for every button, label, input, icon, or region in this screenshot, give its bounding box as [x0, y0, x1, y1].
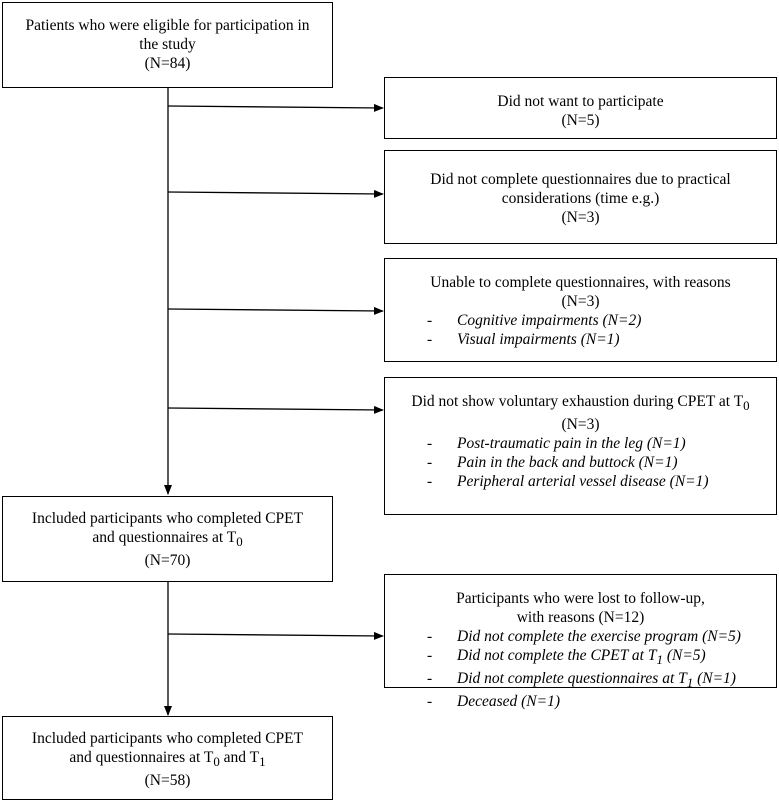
list-item: -Did not complete the exercise program (… [427, 628, 741, 645]
exhaustion-reasons: -Post-traumatic pain in the leg (N=1) -P… [385, 434, 776, 491]
eligible-line-2: the study [139, 36, 196, 53]
lost-box: Participants who were lost to follow-up,… [384, 574, 777, 710]
exhaustion-box: Did not show voluntary exhaustion during… [384, 377, 777, 515]
included-t0-line-2: and questionnaires at T0 [92, 529, 243, 550]
lost-reasons: -Did not complete the exercise program (… [385, 627, 776, 711]
lost-title-2: with reasons (N=12) [516, 609, 645, 626]
unable-title: Unable to complete questionnaires, with … [430, 274, 731, 291]
arrow-to-exhaustion [167, 405, 384, 414]
list-item: -Did not complete the CPET at T1 (N=5) [427, 647, 706, 668]
exhaustion-count: (N=3) [561, 416, 600, 434]
unable-count: (N=3) [561, 293, 600, 310]
practical-count: (N=3) [561, 209, 600, 226]
lost-title-1: Participants who were lost to follow-up, [456, 590, 705, 607]
unable-reasons: -Cognitive impairments (N=2) -Visual imp… [385, 311, 776, 349]
list-item: -Did not complete questionnaires at T1 (… [427, 670, 736, 691]
list-item: -Post-traumatic pain in the leg (N=1) [427, 435, 686, 453]
included-t1-line-2: and questionnaires at T0 and T1 [69, 749, 266, 770]
list-item: -Pain in the back and buttock (N=1) [427, 454, 678, 472]
eligible-line-1: Patients who were eligible for participa… [25, 17, 310, 34]
exhaustion-title: Did not show voluntary exhaustion during… [411, 393, 750, 414]
included-t0-count: (N=70) [144, 552, 191, 570]
included-t0-line-1: Included participants who completed CPET [31, 510, 304, 527]
included-t0-box: Included participants who completed CPET… [2, 496, 333, 582]
practical-line-2: considerations (time e.g.) [501, 190, 660, 207]
included-t1-count: (N=58) [144, 772, 191, 790]
arrow-to-lost [167, 631, 384, 640]
eligible-count: (N=84) [144, 55, 191, 72]
list-item: -Cognitive impairments (N=2) [427, 312, 642, 329]
eligible-box: Patients who were eligible for participa… [2, 2, 333, 88]
arrow-to-not-want [167, 103, 384, 112]
not-want-label: Did not want to participate [497, 93, 664, 110]
arrow-to-practical [167, 189, 384, 198]
list-item: -Peripheral arterial vessel disease (N=1… [427, 473, 709, 491]
not-want-box: Did not want to participate (N=5) [384, 77, 777, 139]
practical-box: Did not complete questionnaires due to p… [384, 150, 777, 244]
unable-box: Unable to complete questionnaires, with … [384, 258, 777, 362]
list-item: -Visual impairments (N=1) [427, 331, 620, 348]
included-t1-box: Included participants who completed CPET… [2, 716, 333, 800]
list-item: -Deceased (N=1) [427, 693, 560, 711]
arrow-to-unable [167, 306, 384, 315]
included-t1-line-1: Included participants who completed CPET [31, 730, 304, 747]
practical-line-1: Did not complete questionnaires due to p… [430, 171, 731, 188]
not-want-count: (N=5) [561, 112, 600, 129]
